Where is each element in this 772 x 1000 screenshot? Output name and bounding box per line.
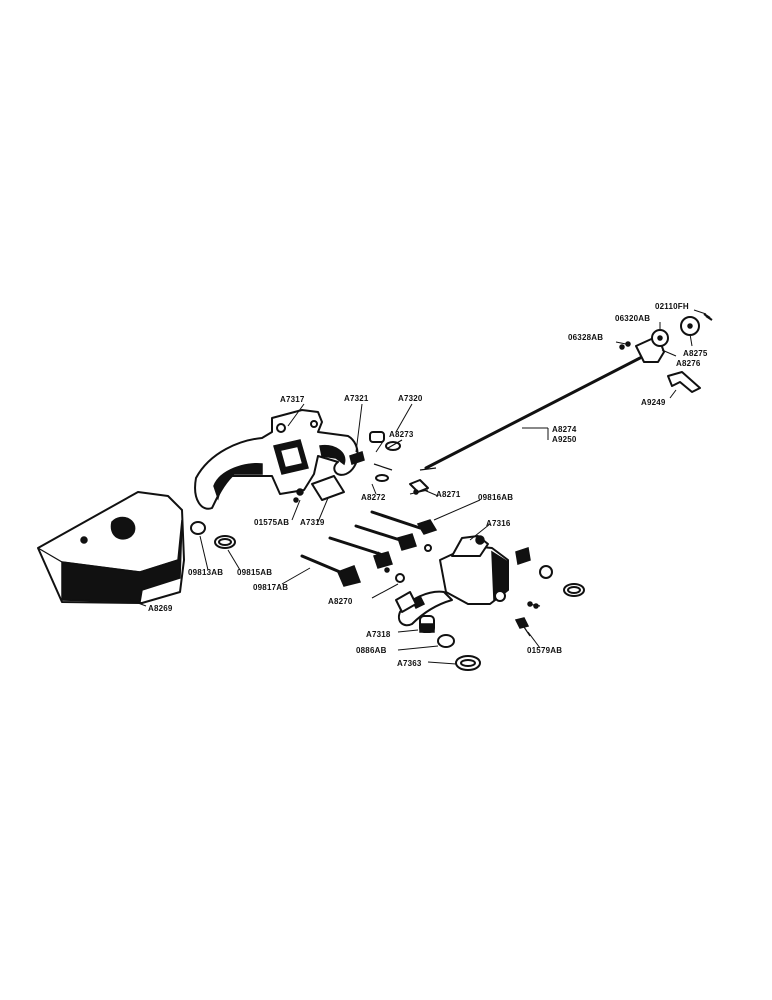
label-06320ab: 06320AB <box>615 314 650 323</box>
label-a7318: A7318 <box>366 630 391 639</box>
manifold-part <box>194 409 359 510</box>
label-a8275: A8275 <box>683 349 708 358</box>
label-01575ab: 01575AB <box>254 518 289 527</box>
label-09816ab: 09816AB <box>478 493 513 502</box>
label-a7317: A7317 <box>280 395 305 404</box>
leader-lines <box>129 309 707 665</box>
right-small-parts <box>514 547 585 637</box>
label-a7316: A7316 <box>486 519 511 528</box>
label-a8270: A8270 <box>328 597 353 606</box>
label-a7321: A7321 <box>344 394 369 403</box>
label-a7363: A7363 <box>397 659 422 668</box>
label-06328ab: 06328AB <box>568 333 603 342</box>
shield-housing-part <box>37 491 185 604</box>
bottom-plugs <box>419 615 481 671</box>
label-a8274: A8274 <box>552 425 577 434</box>
label-02110fh: 02110FH <box>655 302 689 311</box>
label-a9249: A9249 <box>641 398 666 407</box>
small-parts-group <box>190 431 438 587</box>
label-a8271: A8271 <box>436 490 461 499</box>
label-a8272: A8272 <box>361 493 386 502</box>
label-a8273: A8273 <box>389 430 414 439</box>
label-0886ab: 0886AB <box>356 646 387 655</box>
label-a8269: A8269 <box>148 604 173 613</box>
label-09815ab: 09815AB <box>237 568 272 577</box>
label-a9250: A9250 <box>552 435 577 444</box>
label-a8276: A8276 <box>676 359 701 368</box>
label-09817ab: 09817AB <box>253 583 288 592</box>
valve-housing-part <box>395 535 509 627</box>
part-labels: 02110FH 06320AB 06328AB A8275 A8276 A924… <box>148 302 708 668</box>
control-rod-part <box>419 356 642 471</box>
label-01579ab: 01579AB <box>527 646 562 655</box>
label-09813ab: 09813AB <box>188 568 223 577</box>
label-a7320: A7320 <box>398 394 423 403</box>
label-a7319: A7319 <box>300 518 325 527</box>
bracket-part <box>667 371 701 393</box>
